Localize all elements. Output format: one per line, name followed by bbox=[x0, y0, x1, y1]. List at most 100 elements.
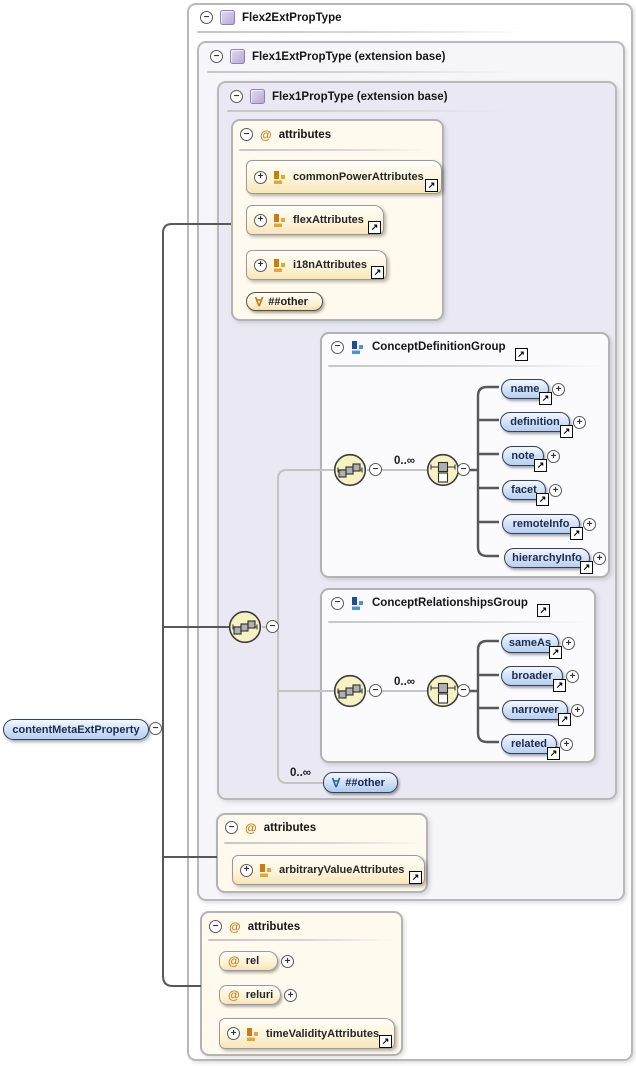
link-icon[interactable]: ↗ bbox=[536, 603, 550, 617]
attribute-label: rel bbox=[245, 955, 260, 967]
link-icon[interactable]: ↗ bbox=[536, 493, 549, 506]
attribute-group-timeValidityAttributes[interactable]: + timeValidityAttributes ↗ bbox=[219, 1018, 395, 1049]
wildcard-attribute[interactable]: ∀ ##other bbox=[246, 292, 323, 311]
link-icon[interactable]: ↗ bbox=[558, 713, 571, 726]
collapse-toggle-icon[interactable]: − bbox=[331, 340, 344, 354]
link-icon[interactable]: ↗ bbox=[371, 266, 384, 279]
link-icon[interactable]: ↗ bbox=[580, 561, 593, 574]
collapse-toggle-icon[interactable]: − bbox=[210, 50, 223, 63]
link-icon[interactable]: ↗ bbox=[368, 221, 381, 234]
expand-toggle-icon[interactable]: + bbox=[254, 258, 267, 272]
type-title: Flex1PropType (extension base) bbox=[272, 90, 448, 103]
link-icon[interactable]: ↗ bbox=[553, 679, 566, 692]
expand-toggle-icon[interactable]: + bbox=[583, 518, 596, 531]
complex-type-icon bbox=[220, 10, 235, 25]
collapse-toggle-icon[interactable]: − bbox=[457, 684, 470, 697]
link-icon[interactable]: ↗ bbox=[409, 871, 422, 884]
collapse-toggle-icon[interactable]: − bbox=[457, 463, 470, 476]
wildcard-label: ##other bbox=[268, 295, 308, 308]
attribute-group-i18nAttributes[interactable]: + i18nAttributes ↗ bbox=[246, 250, 387, 280]
attribute-group-commonPowerAttributes[interactable]: + commonPowerAttributes ↗ bbox=[246, 160, 442, 194]
complex-type-icon bbox=[230, 49, 245, 64]
root-element-label: contentMetaExtProperty bbox=[12, 723, 140, 736]
expand-toggle-icon[interactable]: + bbox=[240, 863, 253, 877]
expand-toggle-icon[interactable]: + bbox=[284, 989, 297, 1002]
expand-toggle-icon[interactable]: + bbox=[566, 670, 579, 683]
expand-toggle-icon[interactable]: + bbox=[547, 450, 560, 463]
element-pill-facet[interactable]: facet ↗ + bbox=[502, 480, 562, 506]
collapse-toggle-icon[interactable]: − bbox=[369, 463, 382, 476]
attribute-at-icon: @ bbox=[228, 954, 240, 968]
expand-toggle-icon[interactable]: + bbox=[571, 704, 584, 717]
link-icon[interactable]: ↗ bbox=[570, 527, 583, 540]
attributes-header: − @ attributes bbox=[240, 128, 331, 141]
root-element-pill[interactable]: contentMetaExtProperty bbox=[3, 719, 149, 740]
element-label: hierarchyInfo bbox=[512, 552, 582, 564]
attribute-group-flexAttributes[interactable]: + flexAttributes ↗ bbox=[246, 205, 384, 235]
expand-toggle-icon[interactable]: + bbox=[254, 170, 267, 184]
collapse-toggle-icon[interactable]: − bbox=[200, 11, 213, 24]
type-header-flex2: − Flex2ExtPropType bbox=[200, 10, 342, 25]
expand-toggle-icon[interactable]: + bbox=[593, 552, 606, 565]
attribute-group-arbitraryValueAttributes[interactable]: + arbitraryValueAttributes ↗ bbox=[232, 855, 425, 885]
attributes-title: attributes bbox=[278, 128, 332, 141]
expand-toggle-icon[interactable]: + bbox=[562, 637, 575, 650]
expand-toggle-icon[interactable]: + bbox=[552, 383, 565, 396]
header-separator bbox=[328, 621, 590, 623]
choice-icon[interactable] bbox=[426, 674, 460, 708]
sequence-icon[interactable] bbox=[228, 610, 262, 644]
link-icon[interactable]: ↗ bbox=[539, 392, 552, 405]
collapse-toggle-icon[interactable]: − bbox=[331, 596, 344, 610]
choice-icon[interactable] bbox=[426, 453, 460, 487]
link-icon[interactable]: ↗ bbox=[547, 747, 560, 760]
link-icon[interactable]: ↗ bbox=[379, 1035, 392, 1048]
link-icon[interactable]: ↗ bbox=[534, 459, 547, 472]
link-icon[interactable]: ↗ bbox=[549, 646, 562, 659]
element-pill-broader[interactable]: broader ↗ + bbox=[501, 666, 579, 692]
wildcard-label: ##other bbox=[345, 776, 385, 789]
header-separator bbox=[224, 842, 422, 844]
collapse-toggle-icon[interactable]: − bbox=[230, 90, 243, 103]
collapse-toggle-icon[interactable]: − bbox=[209, 920, 222, 933]
element-pill-definition[interactable]: definition ↗ + bbox=[500, 412, 586, 438]
attribute-group-icon bbox=[260, 864, 271, 877]
element-pill-related[interactable]: related ↗ + bbox=[501, 734, 573, 760]
collapse-toggle-icon[interactable]: − bbox=[266, 620, 279, 633]
wildcard-element[interactable]: ∀ ##other bbox=[323, 772, 398, 793]
element-label: note bbox=[511, 450, 535, 462]
collapse-toggle-icon[interactable]: − bbox=[149, 722, 162, 735]
expand-toggle-icon[interactable]: + bbox=[227, 1027, 240, 1040]
occurrence-label: 0..∞ bbox=[394, 676, 415, 688]
any-wildcard-icon: ∀ bbox=[255, 294, 264, 309]
link-icon[interactable]: ↗ bbox=[425, 179, 438, 192]
attributes-section-flex2: − @ attributes @ rel + @ reluri + + time… bbox=[200, 911, 403, 1056]
attribute-rel[interactable]: @ rel + bbox=[219, 951, 294, 971]
attributes-header: − @ attributes bbox=[209, 920, 300, 933]
type-title: Flex2ExtPropType bbox=[242, 11, 342, 24]
element-pill-sameAs[interactable]: sameAs ↗ + bbox=[501, 633, 575, 659]
expand-toggle-icon[interactable]: + bbox=[560, 738, 573, 751]
sequence-icon[interactable] bbox=[333, 453, 367, 487]
expand-toggle-icon[interactable]: + bbox=[254, 213, 267, 227]
attribute-at-icon: @ bbox=[229, 919, 241, 934]
expand-toggle-icon[interactable]: + bbox=[281, 955, 294, 968]
header-separator bbox=[227, 110, 507, 112]
element-pill-remoteInfo[interactable]: remoteInfo ↗ + bbox=[502, 514, 596, 540]
any-wildcard-icon: ∀ bbox=[332, 775, 341, 790]
expand-toggle-icon[interactable]: + bbox=[573, 416, 586, 429]
sequence-icon[interactable] bbox=[333, 674, 367, 708]
element-pill-hierarchyInfo[interactable]: hierarchyInfo ↗ + bbox=[504, 548, 606, 574]
collapse-toggle-icon[interactable]: − bbox=[225, 821, 238, 834]
element-pill-note[interactable]: note ↗ + bbox=[502, 446, 560, 472]
expand-toggle-icon[interactable]: + bbox=[549, 484, 562, 497]
model-group-icon bbox=[352, 597, 363, 610]
group-title: ConceptRelationshipsGroup bbox=[372, 597, 528, 609]
element-pill-name[interactable]: name ↗ + bbox=[501, 379, 565, 405]
collapse-toggle-icon[interactable]: − bbox=[240, 128, 253, 141]
attribute-reluri[interactable]: @ reluri + bbox=[219, 985, 297, 1005]
element-pill-narrower[interactable]: narrower ↗ + bbox=[502, 700, 584, 726]
element-label: sameAs bbox=[508, 637, 552, 649]
link-icon[interactable]: ↗ bbox=[514, 347, 528, 361]
link-icon[interactable]: ↗ bbox=[560, 425, 573, 438]
collapse-toggle-icon[interactable]: − bbox=[369, 684, 382, 697]
